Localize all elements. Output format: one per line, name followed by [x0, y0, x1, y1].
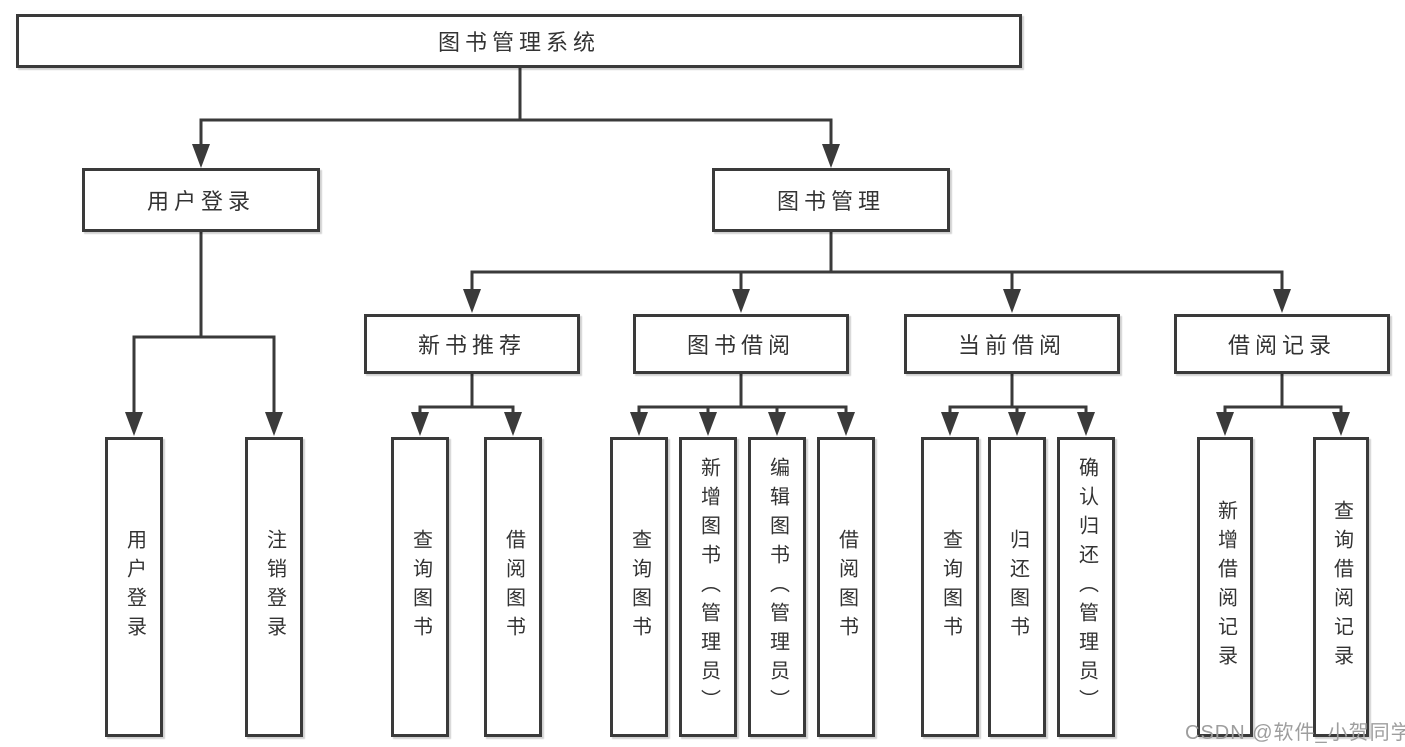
- node-book-management: 图书管理: [712, 168, 950, 232]
- leaf-confirm-return-admin-label: 确认归还（管理员）: [1075, 456, 1098, 718]
- leaf-logout: 注销登录: [245, 437, 303, 737]
- node-user-login: 用户登录: [82, 168, 320, 232]
- leaf-confirm-return-admin: 确认归还（管理员）: [1057, 437, 1115, 737]
- leaf-add-borrow-record-label: 新增借阅记录: [1214, 500, 1237, 674]
- leaf-user-login: 用户登录: [105, 437, 163, 737]
- leaf-return-book: 归还图书: [988, 437, 1046, 737]
- node-borrow-records-label: 借阅记录: [1227, 333, 1336, 358]
- leaf-edit-book-admin-label: 编辑图书（管理员）: [766, 456, 789, 718]
- connector-new-book-recommend-children: [411, 374, 522, 436]
- node-book-borrow: 图书借阅: [633, 314, 849, 374]
- csdn-watermark: CSDN @软件_小贺同学: [1185, 722, 1405, 744]
- node-book-management-label: 图书管理: [776, 189, 885, 214]
- connector-user-login-children: [125, 232, 283, 436]
- leaf-recommend-borrow-book-label: 借阅图书: [502, 529, 525, 645]
- leaf-recommend-borrow-book: 借阅图书: [484, 437, 542, 737]
- leaf-add-book-admin-label: 新增图书（管理员）: [697, 456, 720, 718]
- node-root-label: 图书管理系统: [437, 30, 600, 55]
- leaf-user-login-label: 用户登录: [123, 529, 146, 645]
- leaf-add-book-admin: 新增图书（管理员）: [679, 437, 737, 737]
- node-root-library-system: 图书管理系统: [16, 14, 1022, 68]
- connector-book-management-children: [463, 232, 1291, 313]
- leaf-borrow-book: 借阅图书: [817, 437, 875, 737]
- connector-borrow-records-children: [1216, 374, 1350, 436]
- leaf-current-query-book: 查询图书: [921, 437, 979, 737]
- node-user-login-label: 用户登录: [146, 189, 255, 214]
- leaf-return-book-label: 归还图书: [1006, 529, 1029, 645]
- node-new-book-recommend: 新书推荐: [364, 314, 580, 374]
- leaf-borrow-book-label: 借阅图书: [835, 529, 858, 645]
- node-new-book-recommend-label: 新书推荐: [417, 333, 526, 358]
- leaf-query-borrow-record-label: 查询借阅记录: [1330, 500, 1353, 674]
- leaf-logout-label: 注销登录: [263, 529, 286, 645]
- leaf-borrow-query-book-label: 查询图书: [628, 529, 651, 645]
- leaf-recommend-query-book: 查询图书: [391, 437, 449, 737]
- node-current-borrow-label: 当前借阅: [957, 333, 1066, 358]
- connector-root-to-level2: [192, 68, 840, 168]
- leaf-add-borrow-record: 新增借阅记录: [1197, 437, 1253, 737]
- leaf-query-borrow-record: 查询借阅记录: [1313, 437, 1369, 737]
- leaf-recommend-query-book-label: 查询图书: [409, 529, 432, 645]
- connector-current-borrow-children: [941, 374, 1095, 436]
- leaf-borrow-query-book: 查询图书: [610, 437, 668, 737]
- leaf-current-query-book-label: 查询图书: [939, 529, 962, 645]
- node-borrow-records: 借阅记录: [1174, 314, 1390, 374]
- connector-book-borrow-children: [630, 374, 855, 436]
- leaf-edit-book-admin: 编辑图书（管理员）: [748, 437, 806, 737]
- node-current-borrow: 当前借阅: [904, 314, 1120, 374]
- node-book-borrow-label: 图书借阅: [686, 333, 795, 358]
